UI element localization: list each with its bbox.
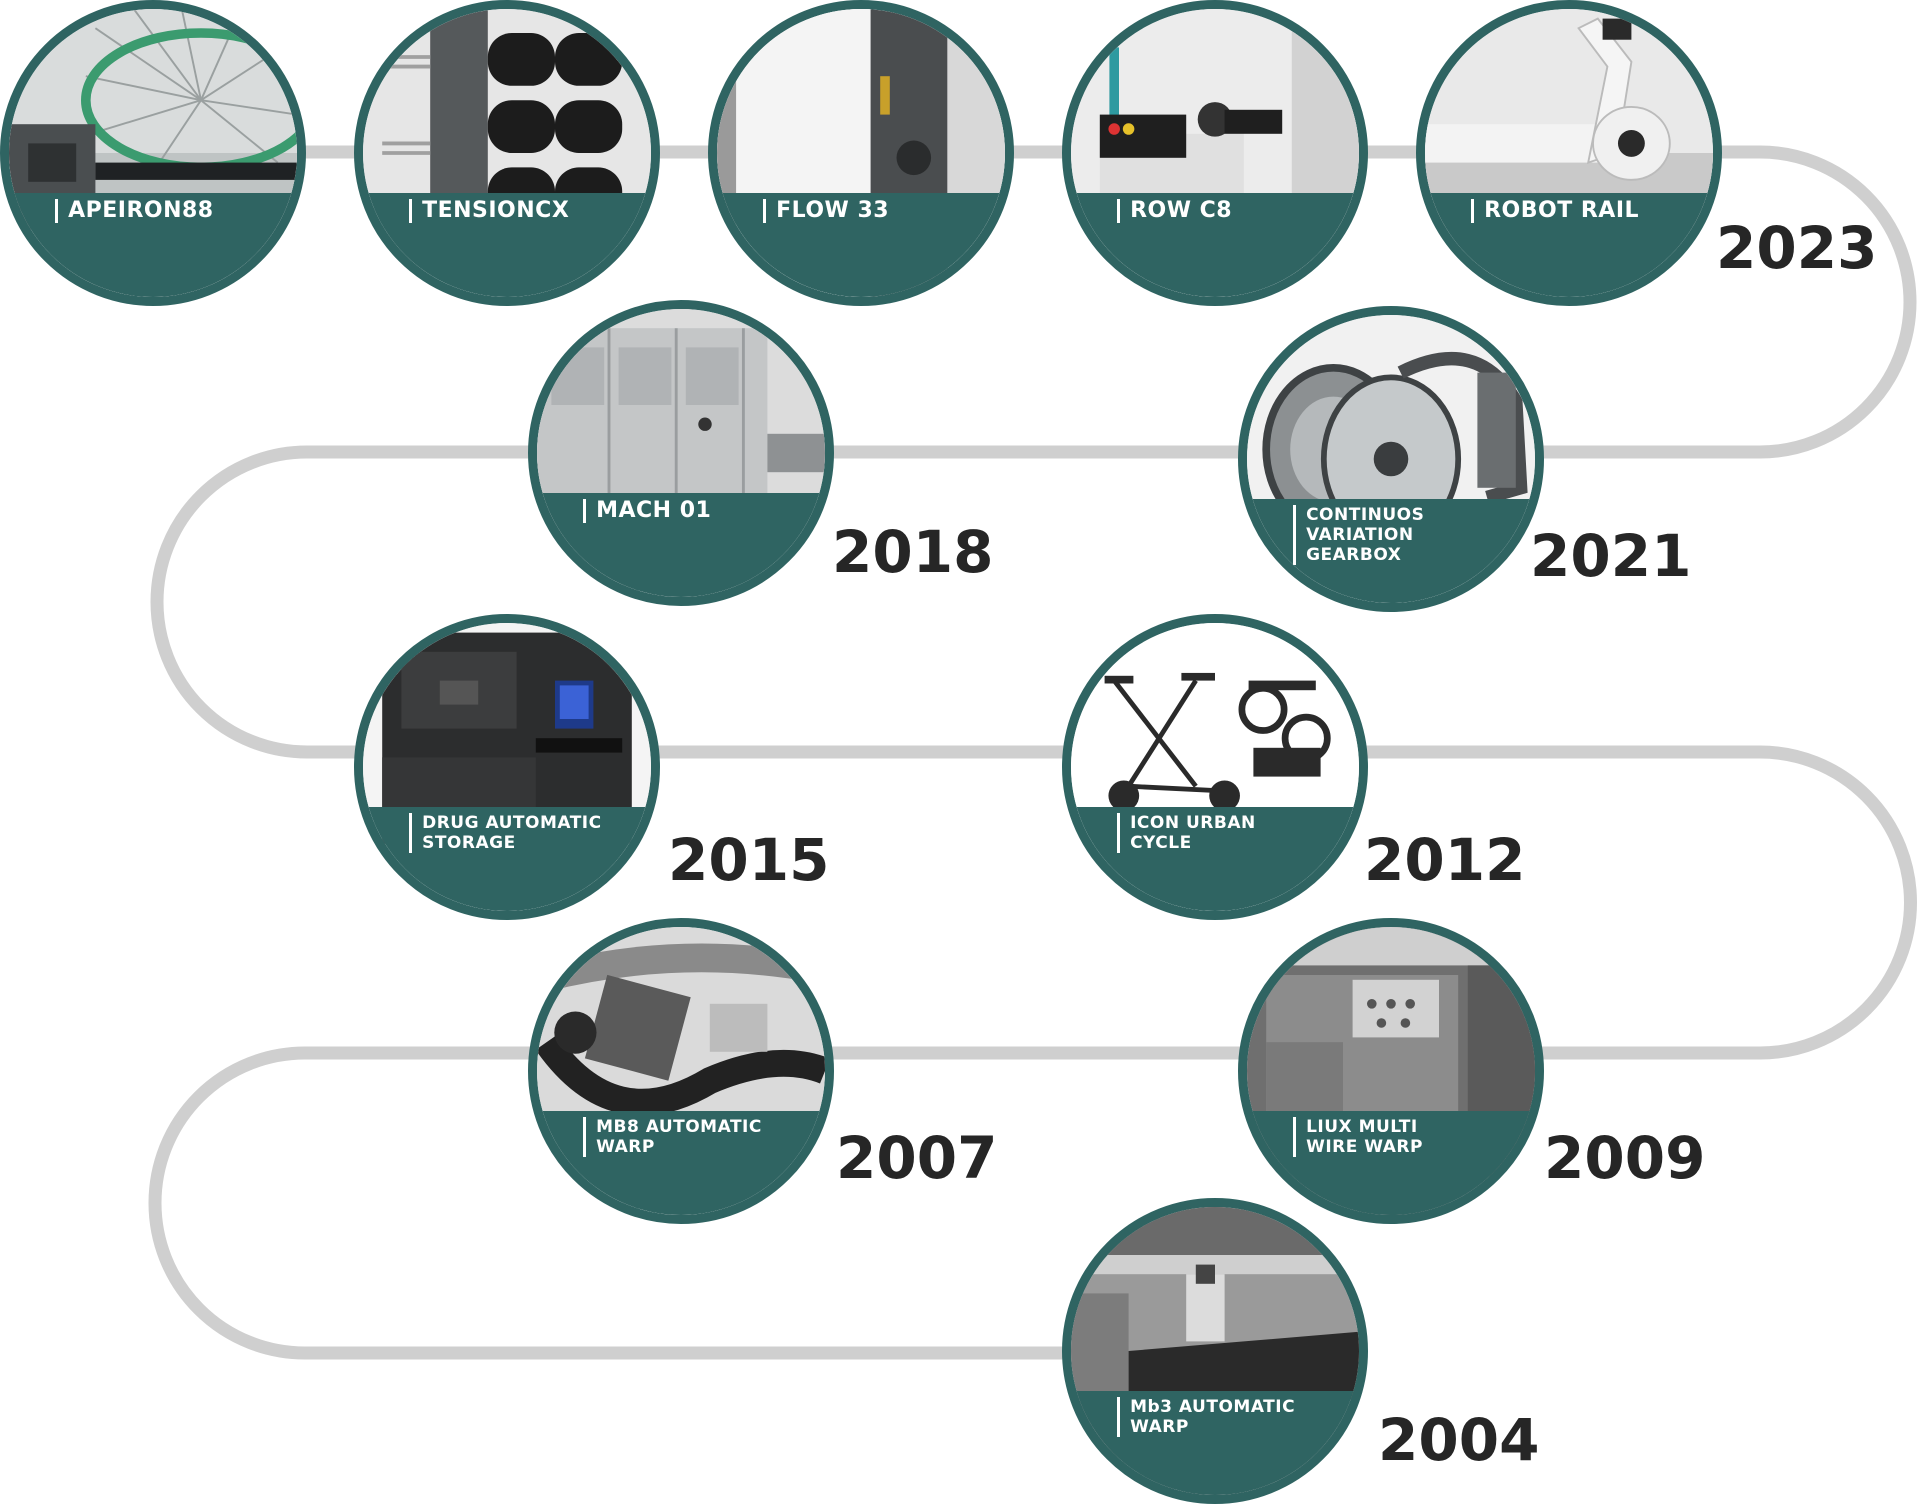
product-label: DRUG AUTOMATIC STORAGE xyxy=(409,813,641,854)
product-label: LIUX MULTI WIRE WARP xyxy=(1293,1117,1525,1158)
year-label: 2012 xyxy=(1364,826,1526,894)
label-band: Mb3 AUTOMATIC WARP xyxy=(1071,1391,1359,1495)
label-band: MB8 AUTOMATIC WARP xyxy=(537,1111,825,1215)
product-label: MACH 01 xyxy=(583,499,815,524)
product-node-robot-rail[interactable]: ROBOT RAIL xyxy=(1416,0,1722,306)
label-band: LIUX MULTI WIRE WARP xyxy=(1247,1111,1535,1215)
product-label: ICON URBAN CYCLE xyxy=(1117,813,1349,854)
product-node-icon-urban-cycle[interactable]: ICON URBAN CYCLE xyxy=(1062,614,1368,920)
product-node-mb8-automatic-warp[interactable]: MB8 AUTOMATIC WARP xyxy=(528,918,834,1224)
label-band: MACH 01 xyxy=(537,493,825,597)
product-node-apeiron88[interactable]: APEIRON88 xyxy=(0,0,306,306)
product-label: CONTINUOS VARIATION GEARBOX xyxy=(1293,505,1525,566)
label-band: CONTINUOS VARIATION GEARBOX xyxy=(1247,499,1535,603)
product-node-row-c8[interactable]: ROW C8 xyxy=(1062,0,1368,306)
year-label: 2004 xyxy=(1378,1406,1540,1474)
label-band: DRUG AUTOMATIC STORAGE xyxy=(363,807,651,911)
year-label: 2009 xyxy=(1544,1124,1706,1192)
year-label: 2023 xyxy=(1716,214,1878,282)
product-label: FLOW 33 xyxy=(763,199,995,224)
product-node-drug-automatic-storage[interactable]: DRUG AUTOMATIC STORAGE xyxy=(354,614,660,920)
year-label: 2007 xyxy=(836,1124,998,1192)
label-band: APEIRON88 xyxy=(9,193,297,297)
product-label: Mb3 AUTOMATIC WARP xyxy=(1117,1397,1349,1438)
label-band: ROBOT RAIL xyxy=(1425,193,1713,297)
label-band: ICON URBAN CYCLE xyxy=(1071,807,1359,911)
product-label: MB8 AUTOMATIC WARP xyxy=(583,1117,815,1158)
product-node-continuos-variation-gearbox[interactable]: CONTINUOS VARIATION GEARBOX xyxy=(1238,306,1544,612)
year-label: 2021 xyxy=(1530,522,1692,590)
label-band: FLOW 33 xyxy=(717,193,1005,297)
product-node-mach-01[interactable]: MACH 01 xyxy=(528,300,834,606)
product-label: APEIRON88 xyxy=(55,199,287,224)
label-band: ROW C8 xyxy=(1071,193,1359,297)
year-label: 2015 xyxy=(668,826,830,894)
product-node-flow-33[interactable]: FLOW 33 xyxy=(708,0,1014,306)
product-node-mb3-automatic-warp[interactable]: Mb3 AUTOMATIC WARP xyxy=(1062,1198,1368,1504)
label-band: TENSIONCX xyxy=(363,193,651,297)
product-label: ROBOT RAIL xyxy=(1471,199,1703,224)
timeline-connector xyxy=(143,145,1917,1360)
product-label: TENSIONCX xyxy=(409,199,641,224)
product-label: ROW C8 xyxy=(1117,199,1349,224)
product-node-liux-multi-wire-warp[interactable]: LIUX MULTI WIRE WARP xyxy=(1238,918,1544,1224)
product-node-tensioncx[interactable]: TENSIONCX xyxy=(354,0,660,306)
year-label: 2018 xyxy=(832,518,994,586)
